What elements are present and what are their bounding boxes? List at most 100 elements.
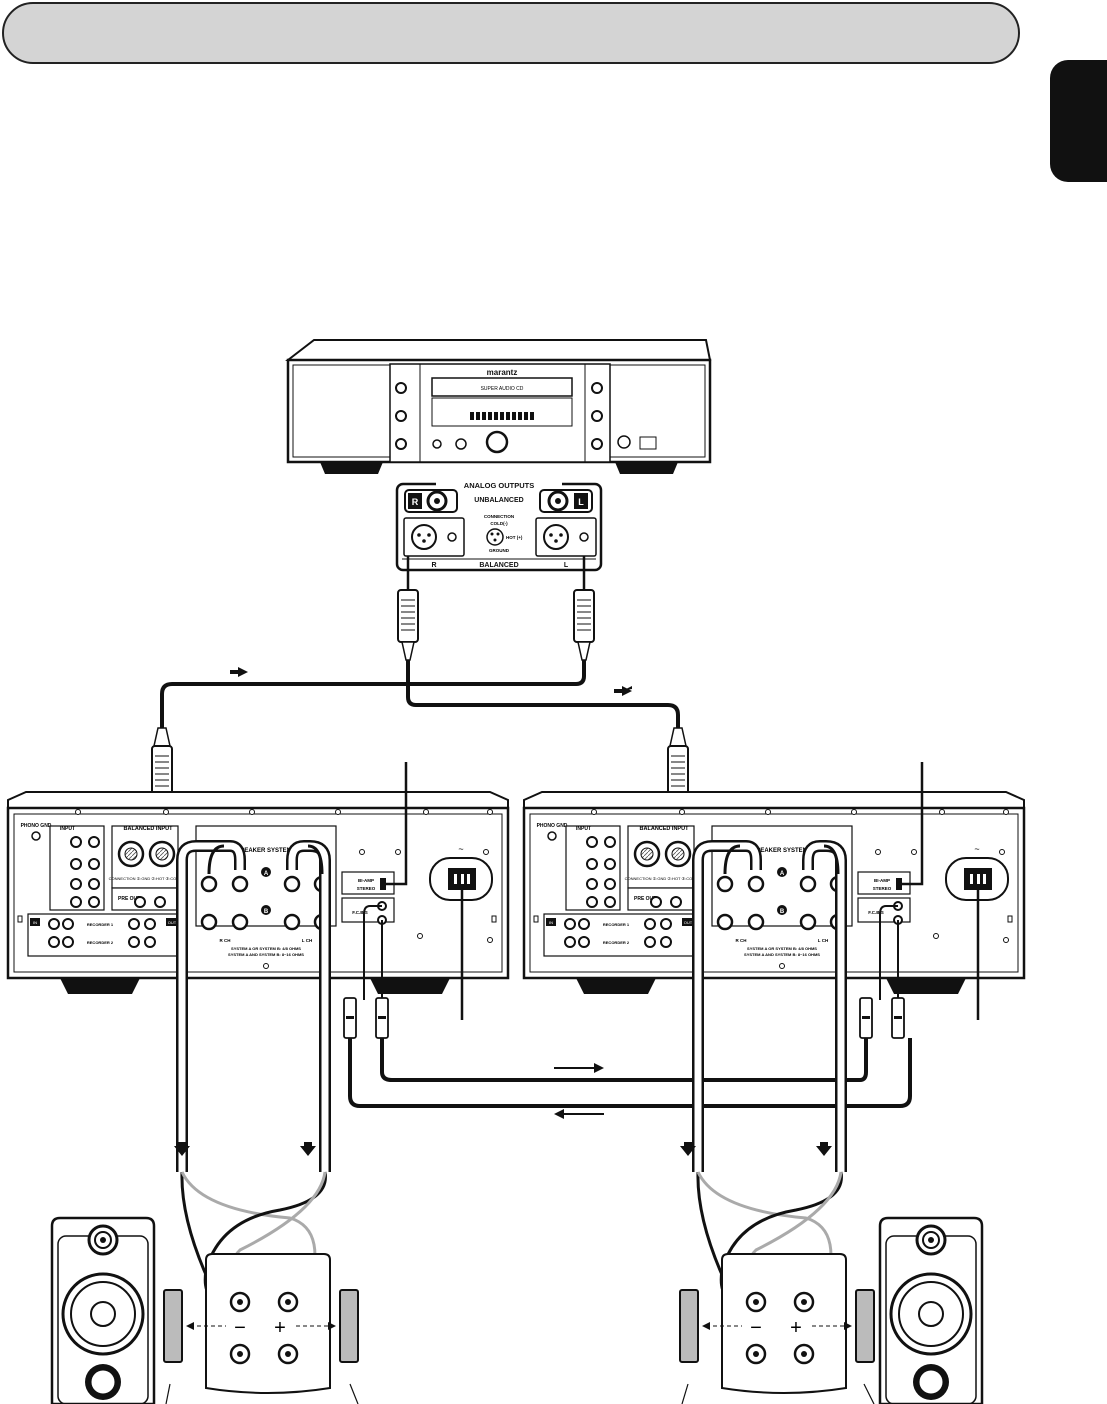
balanced-input-label-2: BALANCED INPUT (640, 826, 690, 832)
sacd-player: marantz SUPER AUDIO CD (285, 339, 712, 474)
signal-direction-arrows (554, 1063, 604, 1119)
level-knob (485, 430, 509, 454)
down-arrow-icon (174, 1142, 190, 1156)
speaker-systems-label: SPEAKER SYSTEMS (236, 848, 295, 854)
disc-label: SUPER AUDIO CD (481, 386, 524, 392)
speaker-cables-amp-1 (174, 840, 331, 1341)
balanced-label: BALANCED (479, 562, 518, 569)
r-ch-label: R CH (220, 938, 231, 943)
arrow-left-thin-icon (554, 1109, 564, 1119)
pin-diagram-icon (486, 528, 504, 546)
headphone-jack (432, 439, 442, 449)
impedance-note-1-2: SYSTEM A OR SYSTEM B: 4/8 OHMS (747, 946, 817, 951)
analog-outputs-title: ANALOG OUTPUTS (464, 481, 534, 490)
language-tab (1050, 60, 1107, 182)
speaker-systems-label-2: SPEAKER SYSTEMS (752, 848, 811, 854)
cable-left-to-amp-1 (160, 660, 586, 728)
recorder-2-label: RECORDER 2 (87, 940, 114, 945)
unbalanced-label: UNBALANCED (474, 497, 523, 504)
ac-inlet-symbol: ~ (458, 844, 463, 854)
pin-ground-label: GROUND (489, 548, 510, 553)
phono-gnd-label-2: PHONO GND (537, 823, 568, 829)
system-a-badge: A (264, 871, 269, 877)
terminal-plus-label: + (274, 1317, 286, 1339)
phono-gnd-label: PHONO GND (21, 823, 52, 829)
terminal-plus-label-2: + (790, 1317, 802, 1339)
analog-output-panel: ANALOG OUTPUTS UNBALANCED R L CONNECTION… (395, 478, 603, 572)
jumper-plate (163, 1289, 183, 1363)
speaker-terminal-panel-right: − + (702, 1253, 852, 1394)
cable-right-to-amp-2 (406, 660, 680, 728)
pin-legend-label: CONNECTION ①:GND ②:HOT ③:COLD (109, 876, 182, 881)
xlr-plug-amp-1 (151, 727, 173, 840)
open-close-button (591, 438, 603, 450)
player-foot-right (615, 462, 678, 474)
recorder-2-label-2: RECORDER 2 (603, 940, 630, 945)
fcbs-link-cables (343, 905, 912, 1108)
impedance-note-2-2: SYSTEM A AND SYSTEM B: 8~16 OHMS (744, 952, 820, 957)
down-arrow-icon (680, 1142, 696, 1156)
impedance-note-2: SYSTEM A AND SYSTEM B: 8~16 OHMS (228, 952, 304, 957)
recorder-1-label: RECORDER 1 (87, 922, 114, 927)
balanced-right-label: R (431, 562, 436, 569)
pre-out-label: PRE OUT (118, 896, 140, 902)
stop-button (591, 410, 603, 422)
pre-out-label-2: PRE OUT (634, 896, 656, 902)
ac-inlet-symbol-2: ~ (974, 844, 979, 854)
speaker-terminal-panel-left: − + (186, 1253, 336, 1394)
arrow-right-thin-icon (594, 1063, 604, 1073)
rca-left-badge: L (578, 497, 584, 507)
pin-cold-label: COLD(-) (490, 521, 508, 526)
xlr-cable-left-channel (573, 556, 595, 661)
bi-amp-label: BI-AMP (358, 878, 374, 883)
pin-connection-label: CONNECTION (484, 514, 514, 519)
rec1-out-label: OUT (168, 920, 177, 925)
jumper-plate (679, 1289, 699, 1363)
recorder-1-label-2: RECORDER 1 (603, 922, 630, 927)
down-arrow-icon (816, 1142, 832, 1156)
terminal-minus-label-2: − (750, 1317, 762, 1339)
stereo-label: STEREO (357, 886, 376, 891)
speaker-right (878, 1216, 984, 1404)
sacd-logo-icon (617, 435, 631, 449)
amplifier-1: PHONO GND INPUT BALANCED INPUT CONNECTIO… (6, 791, 510, 994)
display-button (395, 410, 407, 422)
jumper-plate (855, 1289, 875, 1363)
arrow-right-icon (614, 686, 632, 696)
rec1-in-label: IN (33, 920, 37, 925)
rca-right-badge: R (412, 497, 419, 507)
system-b-badge-2: B (780, 909, 785, 915)
title-banner (2, 2, 1020, 64)
bi-amp-label-2: BI-AMP (874, 878, 890, 883)
system-b-badge: B (264, 909, 269, 915)
balanced-left-label: L (564, 562, 569, 569)
fcbs-label: F.C.B.S (352, 910, 368, 915)
xlr-cable-right-channel (397, 556, 419, 661)
system-a-badge-2: A (780, 871, 785, 877)
pin-hot-label: HOT (+) (506, 535, 523, 540)
bi-amp-switch (380, 878, 386, 890)
l-ch-label: L CH (302, 938, 312, 943)
jumper-plate (339, 1289, 359, 1363)
input-label-2: INPUT (576, 826, 591, 832)
l-ch-label-2: L CH (818, 938, 828, 943)
r-ch-label-2: R CH (736, 938, 747, 943)
bi-amp-switch-2 (896, 878, 902, 890)
xlr-plug-amp-2 (667, 727, 689, 840)
player-brand-logo: marantz (487, 368, 518, 377)
bi-amp-callout-1 (384, 762, 408, 886)
stereo-label-2: STEREO (873, 886, 892, 891)
disc-logo-icon (639, 436, 657, 450)
sound-mode-button (395, 438, 407, 450)
fcbs-label-2: F.C.B.S (868, 910, 884, 915)
rec1-out-label-2: OUT (684, 920, 693, 925)
bi-amp-callout-2 (900, 762, 924, 886)
speaker-cables-amp-2 (680, 840, 847, 1341)
rec1-in-label-2: IN (549, 920, 553, 925)
pin-legend-label-2: CONNECTION ①:GND ②:HOT ③:COLD (625, 876, 698, 881)
power-button (395, 382, 407, 394)
input-label: INPUT (60, 826, 75, 832)
arrow-left-icon (230, 667, 248, 677)
speaker-left (50, 1216, 156, 1404)
